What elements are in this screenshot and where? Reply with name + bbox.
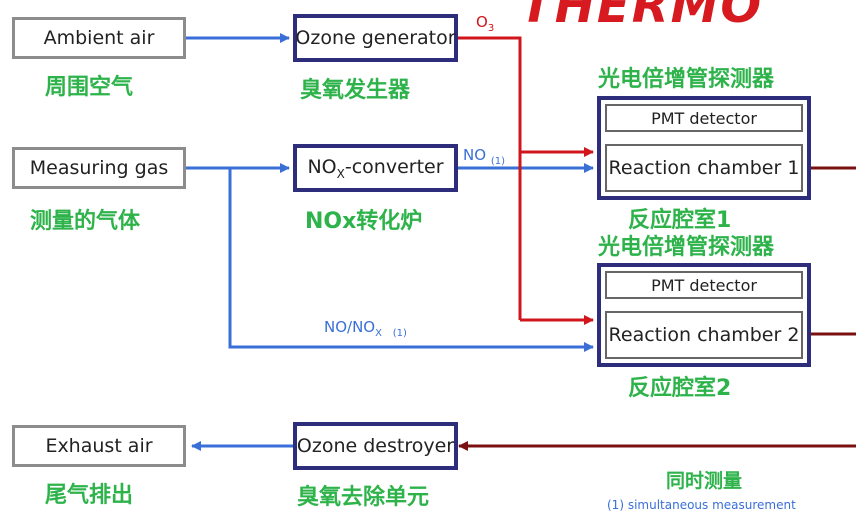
measuring-gas-label: Measuring gas <box>29 157 169 179</box>
exhaust-air-cn-label: 尾气排出 <box>45 483 134 508</box>
detector1-pmt: PMT detector <box>605 104 803 132</box>
reaction-chamber-2-label: Reaction chamber 2 <box>608 324 800 346</box>
reaction-chamber-2: Reaction chamber 2 <box>605 311 803 359</box>
detector2-pmt: PMT detector <box>605 271 803 299</box>
detector1-pmt-label: PMT detector <box>651 108 757 128</box>
bypass-to-chamber2-arrow <box>228 168 594 352</box>
ozone-generator-box: Ozone generator <box>293 14 458 62</box>
ambient-air-label: Ambient air <box>43 27 155 49</box>
exhaust-air-label: Exhaust air <box>45 435 153 457</box>
ozone-destroyer-cn-label: 臭氧去除单元 <box>297 485 430 510</box>
ozone-destroyer-label: Ozone destroyer <box>296 435 455 457</box>
nox-converter-cn-label: NOx转化炉 <box>305 209 423 234</box>
measuring-gas-box: Measuring gas <box>12 147 186 189</box>
detector2-pmt-label: PMT detector <box>651 275 757 295</box>
nox-converter-label: NOX-converter <box>307 155 444 181</box>
reaction-chamber-1: Reaction chamber 1 <box>605 144 803 192</box>
ambient-air-cn-label: 周围空气 <box>45 75 134 100</box>
ozone-destroyer-box: Ozone destroyer <box>293 422 458 470</box>
nox-converter-box: NOX-converter <box>293 144 458 192</box>
detector1-cn-title: 光电倍增管探测器 <box>598 67 775 92</box>
simultaneous-cn-label: 同时测量 <box>666 470 743 492</box>
ozone-generator-cn-label: 臭氧发生器 <box>300 78 411 103</box>
detector2-cn-title: 光电倍增管探测器 <box>598 235 775 260</box>
detector1-cn-chamber: 反应腔室1 <box>628 208 732 233</box>
ambient-air-box: Ambient air <box>12 17 186 59</box>
o3-label: O3 <box>476 13 495 34</box>
ozone-generator-label: Ozone generator <box>295 27 456 49</box>
simultaneous-note: (1) simultaneous measurement <box>607 498 796 512</box>
no-nox-label: NO/NOX (1) <box>324 318 407 339</box>
detector2-cn-chamber: 反应腔室2 <box>628 376 732 401</box>
measuring-gas-cn-label: 测量的气体 <box>30 209 141 234</box>
ozone-line <box>458 36 522 320</box>
detector2-box: PMT detector Reaction chamber 2 <box>597 263 811 367</box>
brand-logo: THERMO <box>520 0 764 34</box>
reaction-chamber-1-label: Reaction chamber 1 <box>608 157 800 179</box>
no-label: NO (1) <box>463 146 505 167</box>
exhaust-air-box: Exhaust air <box>12 425 186 467</box>
detector1-box: PMT detector Reaction chamber 1 <box>597 96 811 200</box>
